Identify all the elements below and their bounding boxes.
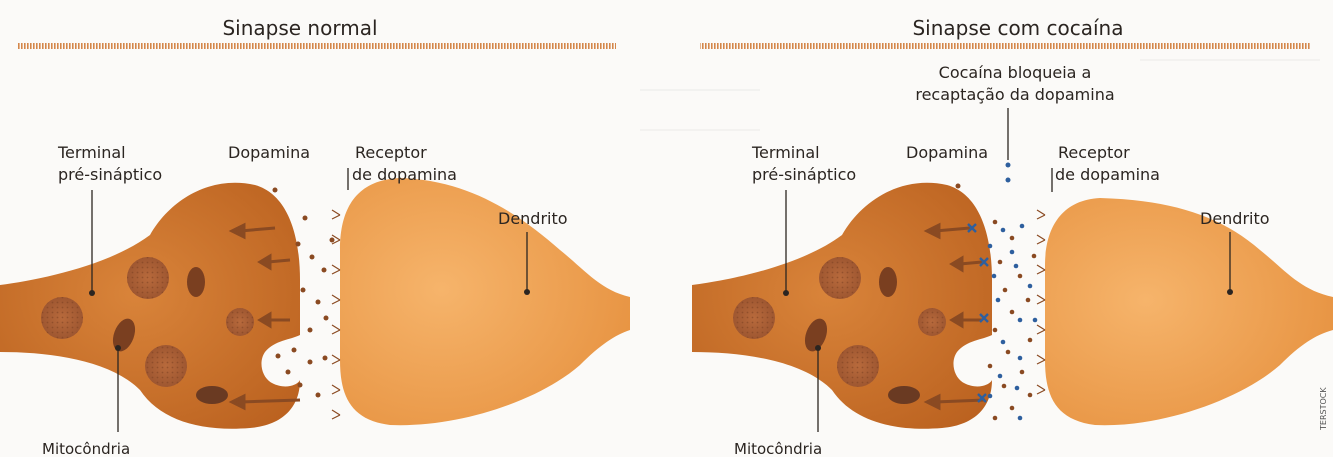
title-rule (18, 43, 616, 49)
receptor-label-line1: Receptor (355, 143, 427, 162)
cocaine-molecules (988, 163, 1038, 421)
cocaine-label-line1: Cocaína bloqueia a (939, 63, 1092, 82)
title-rule (700, 43, 1310, 49)
dopamine-label: Dopamina (906, 143, 988, 162)
dendrite-shape (340, 178, 630, 425)
dendrite-label: Dendrito (498, 209, 568, 228)
dendrite-label: Dendrito (1200, 209, 1270, 228)
terminal-label-line1: Terminal (57, 143, 126, 162)
panel-normal-synapse: Sinapse normal (0, 16, 630, 457)
watermark-text: TERSTOCK (1319, 387, 1328, 431)
dopamine-receptors (1037, 210, 1045, 394)
cocaine-label-line2: recaptação da dopamina (915, 85, 1114, 104)
dopamine-label: Dopamina (228, 143, 310, 162)
receptor-label-line2: de dopamina (352, 165, 457, 184)
panel-title: Sinapse com cocaína (912, 16, 1123, 40)
receptor-label-line2: de dopamina (1055, 165, 1160, 184)
terminal-label-line2: pré-sináptico (58, 165, 162, 184)
panel-title: Sinapse normal (222, 16, 377, 40)
dendrite-shape (1045, 198, 1333, 425)
mitochondria-label: Mitocôndria (42, 440, 130, 457)
receptor-label-line1: Receptor (1058, 143, 1130, 162)
terminal-label-line2: pré-sináptico (752, 165, 856, 184)
mitochondria-label: Mitocôndria (734, 440, 822, 457)
terminal-label-line1: Terminal (751, 143, 820, 162)
panel-cocaine-synapse: Sinapse com cocaína (692, 16, 1333, 457)
